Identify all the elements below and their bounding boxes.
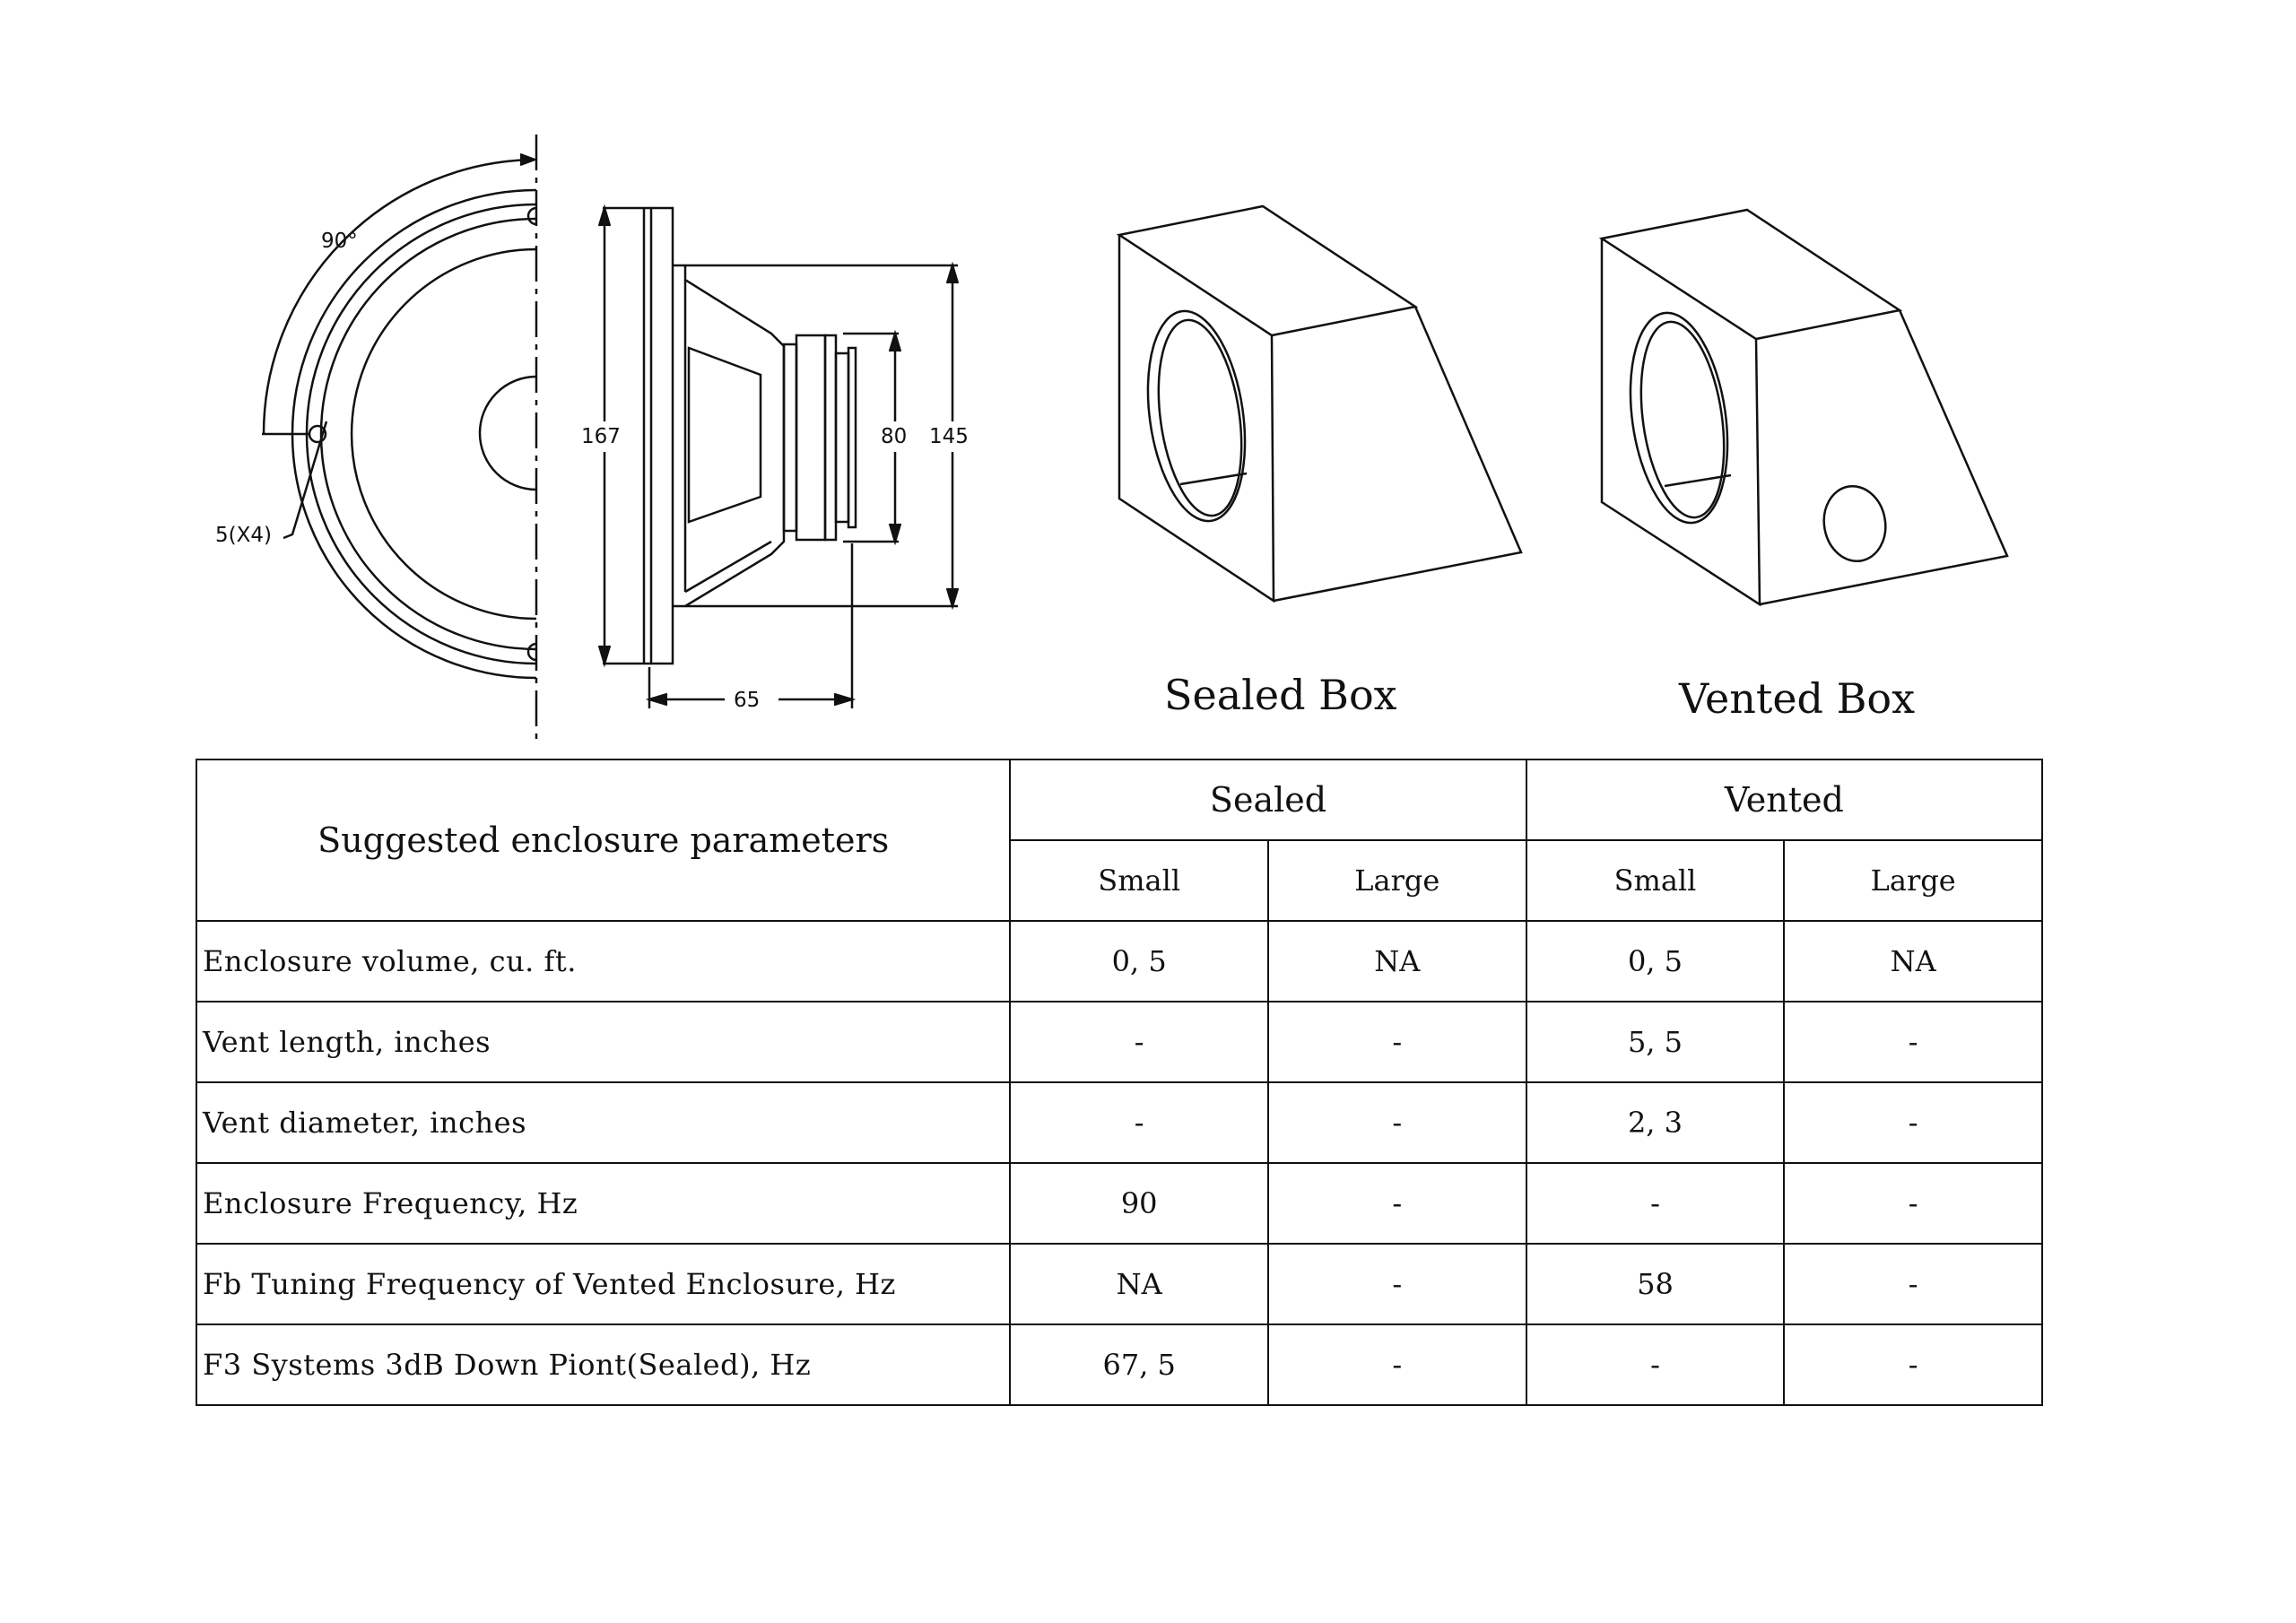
table-row: Fb Tuning Frequency of Vented Enclosure,… xyxy=(195,1243,2043,1325)
table-cell: NA xyxy=(1009,1243,1269,1325)
subheader-sealed-large: Large xyxy=(1267,839,1527,922)
table-cell: - xyxy=(1267,1243,1527,1325)
table-cell: 90 xyxy=(1009,1162,1269,1245)
table-row: Vent length, inches - - 5, 5 - xyxy=(195,1001,2043,1083)
sealed-box-caption: Sealed Box xyxy=(1164,671,1397,719)
subheader-vented-small: Small xyxy=(1525,839,1786,922)
table-header-row: Suggested enclosure parameters Sealed Ve… xyxy=(195,759,2044,922)
table-cell: 2, 3 xyxy=(1525,1081,1786,1164)
table-cell: - xyxy=(1783,1162,2043,1245)
table-title: Suggested enclosure parameters xyxy=(195,759,1012,922)
table-row: Enclosure Frequency, Hz 90 - - - xyxy=(195,1162,2043,1245)
speaker-technical-drawing: 90° 5(X4) xyxy=(215,135,2009,740)
table-cell: NA xyxy=(1783,920,2043,1002)
table-cell: - xyxy=(1783,1081,2043,1164)
row-label: Vent diameter, inches xyxy=(195,1081,1012,1164)
table-row: Vent diameter, inches - - 2, 3 - xyxy=(195,1081,2043,1164)
dim-80: 80 xyxy=(881,425,907,448)
table-row: F3 Systems 3dB Down Piont(Sealed), Hz 67… xyxy=(195,1324,2043,1406)
table-subheader-row: Small Large Small Large xyxy=(196,839,2043,922)
table-cell: 5, 5 xyxy=(1525,1001,1786,1083)
subheader-sealed-small: Small xyxy=(1009,839,1269,922)
enclosure-parameters-table: Suggested enclosure parameters Sealed Ve… xyxy=(195,759,2044,1406)
row-label: Enclosure Frequency, Hz xyxy=(195,1162,1012,1245)
dim-65: 65 xyxy=(734,689,760,712)
table-cell: - xyxy=(1783,1324,2043,1406)
row-label: Enclosure volume, cu. ft. xyxy=(195,920,1012,1002)
table-cell: - xyxy=(1783,1243,2043,1325)
row-label: Vent length, inches xyxy=(195,1001,1012,1083)
row-label: Fb Tuning Frequency of Vented Enclosure,… xyxy=(195,1243,1012,1325)
table-cell: - xyxy=(1267,1324,1527,1406)
subheader-vented-large: Large xyxy=(1783,839,2043,922)
table-cell: NA xyxy=(1267,920,1527,1002)
table-cell: - xyxy=(1009,1001,1269,1083)
angle-label: 90° xyxy=(321,230,358,253)
table-cell: - xyxy=(1009,1081,1269,1164)
table-cell: 0, 5 xyxy=(1009,920,1269,1002)
table-cell: - xyxy=(1525,1324,1786,1406)
dim-167: 167 xyxy=(581,425,621,448)
table-cell: 0, 5 xyxy=(1525,920,1786,1002)
vented-box-caption: Vented Box xyxy=(1679,674,1916,723)
speaker-front-view xyxy=(262,135,538,740)
table-cell: - xyxy=(1267,1162,1527,1245)
group-header-sealed: Sealed xyxy=(1009,759,1527,841)
hole-label: 5(X4) xyxy=(215,524,272,547)
dim-145: 145 xyxy=(929,425,969,448)
table-cell: - xyxy=(1267,1001,1527,1083)
table-cell: - xyxy=(1267,1081,1527,1164)
table-cell: 67, 5 xyxy=(1009,1324,1269,1406)
table-cell: - xyxy=(1525,1162,1786,1245)
row-label: F3 Systems 3dB Down Piont(Sealed), Hz xyxy=(195,1324,1012,1406)
table-cell: 58 xyxy=(1525,1243,1786,1325)
sealed-box-drawing xyxy=(1116,204,1523,603)
speaker-side-view xyxy=(597,204,960,708)
vented-box-drawing xyxy=(1598,208,2009,607)
table-cell: - xyxy=(1783,1001,2043,1083)
table-row: Enclosure volume, cu. ft. 0, 5 NA 0, 5 N… xyxy=(195,920,2043,1002)
group-header-vented: Vented xyxy=(1525,759,2044,841)
